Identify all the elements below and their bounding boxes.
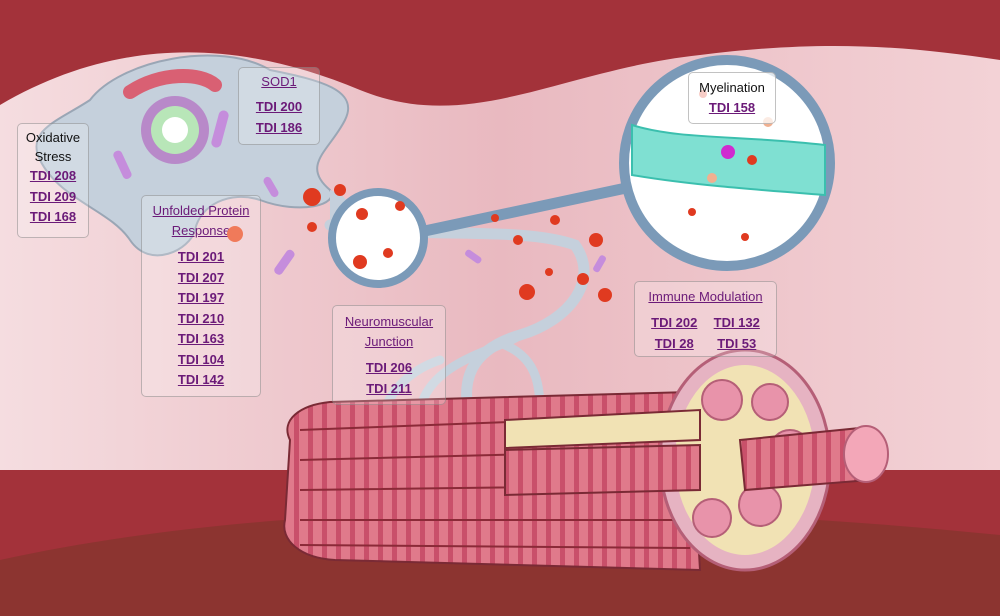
tdi-168-link[interactable]: TDI 168 <box>29 209 77 224</box>
tdi-197-link[interactable]: TDI 197 <box>177 290 225 305</box>
tdi-209-link[interactable]: TDI 209 <box>29 188 77 204</box>
sod1-title[interactable]: SOD1 <box>261 74 297 89</box>
tdi-201-link[interactable]: TDI 201 <box>177 249 225 264</box>
tdi-158-link[interactable]: TDI 158 <box>708 100 756 115</box>
sod1-box: SOD1 TDI 200 TDI 186 <box>238 67 320 145</box>
tdi-28-link[interactable]: TDI 28 <box>654 335 694 351</box>
myelination-title: Myelination <box>699 80 765 95</box>
immune-modulation-box: Immune Modulation TDI 202 TDI 132 TDI 28… <box>634 281 777 357</box>
tdi-104-link[interactable]: TDI 104 <box>177 351 225 367</box>
muscle-fiber-bundle-icon <box>283 348 889 572</box>
tdi-208-link[interactable]: TDI 208 <box>29 168 77 183</box>
immune-row-1: TDI 202 TDI 132 <box>635 313 776 334</box>
tdi-206-link[interactable]: TDI 206 <box>365 360 413 375</box>
tdi-207-link[interactable]: TDI 207 <box>177 269 225 285</box>
magnifier-large-icon <box>619 55 835 271</box>
immune-modulation-title[interactable]: Immune Modulation <box>648 289 763 304</box>
tdi-132-link[interactable]: TDI 132 <box>713 315 760 330</box>
magnifier-small-icon <box>328 179 642 288</box>
tdi-202-link[interactable]: TDI 202 <box>651 315 698 330</box>
myelination-box: Myelination TDI 158 <box>688 72 776 124</box>
tdi-53-link[interactable]: TDI 53 <box>717 335 757 351</box>
vesicle-dots-icon <box>263 176 612 302</box>
tdi-163-link[interactable]: TDI 163 <box>177 331 225 346</box>
vesicle-dot-icon <box>227 226 243 242</box>
tdi-142-link[interactable]: TDI 142 <box>177 372 225 387</box>
tdi-211-link[interactable]: TDI 211 <box>366 380 412 396</box>
immune-row-2: TDI 28 TDI 53 <box>635 334 776 355</box>
tdi-186-link[interactable]: TDI 186 <box>255 119 303 135</box>
tdi-200-link[interactable]: TDI 200 <box>255 99 303 114</box>
tdi-210-link[interactable]: TDI 210 <box>177 310 225 326</box>
